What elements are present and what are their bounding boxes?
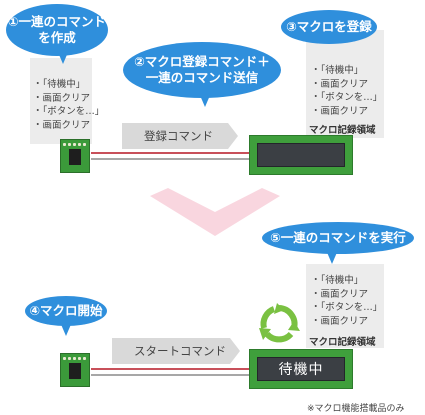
- wire-gray-bottom: [91, 374, 251, 376]
- command-item: 画面クリア: [311, 105, 382, 119]
- command-item: 「ボタンを…」: [311, 301, 383, 315]
- step1-bubble: ①一連のコマンド を作成: [6, 4, 108, 56]
- wire-red-bottom: [91, 368, 251, 370]
- lcd-module-bottom: 待機中: [249, 349, 353, 389]
- step2-label: ②マクロ登録コマンド＋ 一連のコマンド送信: [134, 54, 270, 85]
- step2-bubble-tail: [199, 93, 211, 107]
- step4-bubble-tail: [60, 322, 72, 336]
- step3-bubble: ③マクロを登録: [281, 10, 377, 44]
- footnote: ※マクロ機能搭載品のみ: [307, 404, 405, 414]
- command-item: 「ボタンを…」: [33, 105, 105, 119]
- command-item: 画面クリア: [311, 315, 382, 329]
- command-item: 「待機中」: [311, 274, 382, 288]
- lcd-screen-top: [257, 143, 345, 167]
- step4-label: ④マクロ開始: [29, 303, 103, 318]
- down-chevron-arrow-icon: [150, 188, 280, 236]
- step5-bubble: ⑤一連のコマンドを実行: [262, 222, 414, 254]
- command-item: 画面クリア: [33, 119, 104, 133]
- lcd-module-top: [249, 135, 353, 175]
- command-item: 「ボタンを…」: [311, 91, 383, 105]
- command-item: 画面クリア: [33, 92, 104, 106]
- command-list-top-right: 「待機中」 画面クリア 「ボタンを…」 画面クリア: [311, 64, 383, 119]
- step5-bubble-tail: [326, 250, 338, 264]
- macro-area-caption-bottom: マクロ記録領域: [309, 337, 376, 348]
- controller-board-top: [60, 139, 90, 173]
- start-command-arrow: スタートコマンド: [112, 338, 240, 364]
- command-list-bottom-right: 「待機中」 画面クリア 「ボタンを…」 画面クリア: [311, 274, 383, 329]
- chip-icon: [69, 149, 81, 165]
- step1-label: ①一連のコマンド を作成: [7, 14, 107, 45]
- step3-label: ③マクロを登録: [286, 19, 372, 34]
- command-item: 画面クリア: [311, 78, 382, 92]
- step1-bubble-tail: [57, 50, 69, 64]
- step2-bubble: ②マクロ登録コマンド＋ 一連のコマンド送信: [123, 42, 281, 98]
- macro-area-caption-top: マクロ記録領域: [309, 125, 376, 136]
- register-command-arrow: 登録コマンド: [122, 123, 238, 149]
- start-command-label: スタートコマンド: [134, 344, 226, 358]
- command-item: 「待機中」: [33, 78, 104, 92]
- command-item: 「待機中」: [311, 64, 382, 78]
- command-item: 画面クリア: [311, 288, 382, 302]
- step5-label: ⑤一連のコマンドを実行: [270, 230, 406, 245]
- wire-gray-top: [91, 158, 251, 160]
- wire-red-top: [91, 152, 251, 154]
- chip-icon: [69, 363, 81, 379]
- recycle-arrows-icon: [259, 303, 300, 343]
- register-command-label: 登録コマンド: [144, 129, 213, 143]
- lcd-screen-bottom: 待機中: [257, 357, 345, 381]
- command-list-left: 「待機中」 画面クリア 「ボタンを…」 画面クリア: [33, 78, 105, 133]
- controller-board-bottom: [60, 353, 90, 387]
- step4-bubble: ④マクロ開始: [25, 296, 107, 326]
